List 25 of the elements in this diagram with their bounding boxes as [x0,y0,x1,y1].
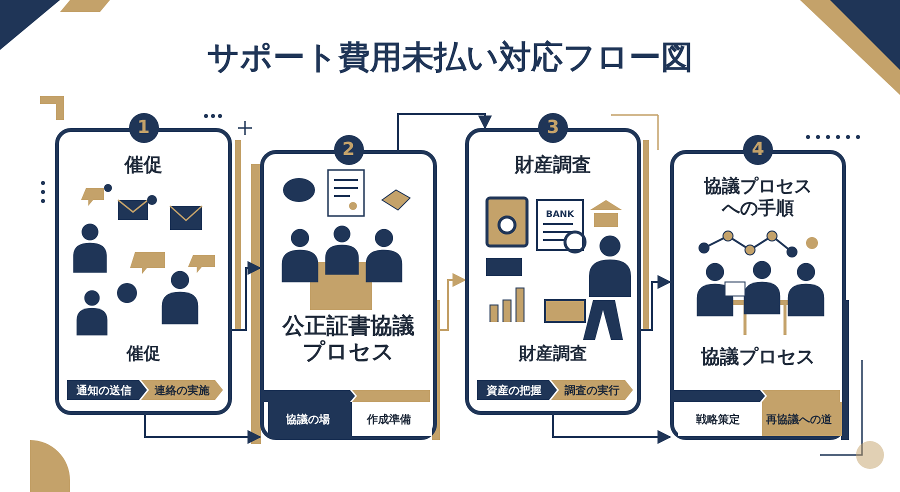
step-tag: 作成準備 [352,402,432,436]
step-number: 4 [743,135,773,165]
arrow [144,415,262,444]
arrow [397,113,492,150]
arrow [437,273,466,331]
step-caption: 催促 [125,344,162,364]
step-number: 2 [334,135,364,165]
step-tag: 調査の実行 [551,380,633,400]
arrow [641,275,672,331]
step-caption: 協議プロセス [700,346,816,369]
step-tag: 協議の場 [268,402,354,436]
arrow [552,415,672,444]
bank-label: BANK [546,210,574,220]
arrow [232,261,262,331]
step-number: 3 [538,113,568,143]
step-tag: 資産の把握 [477,380,557,400]
step-heading: 財産調査 [514,154,592,177]
step-tag: 通知の送信 [67,380,147,400]
step-caption: 財産調査 [518,344,588,364]
step-tag: 連絡の実施 [141,380,223,400]
step-heading: 協議プロセスへの手順 [703,176,813,220]
step-heading: 公正証書協議プロセス [281,314,416,367]
step-heading: 催促 [123,154,164,177]
step-number: 1 [128,113,158,143]
title: サポート費用未払い対応フロー図 [206,37,694,78]
